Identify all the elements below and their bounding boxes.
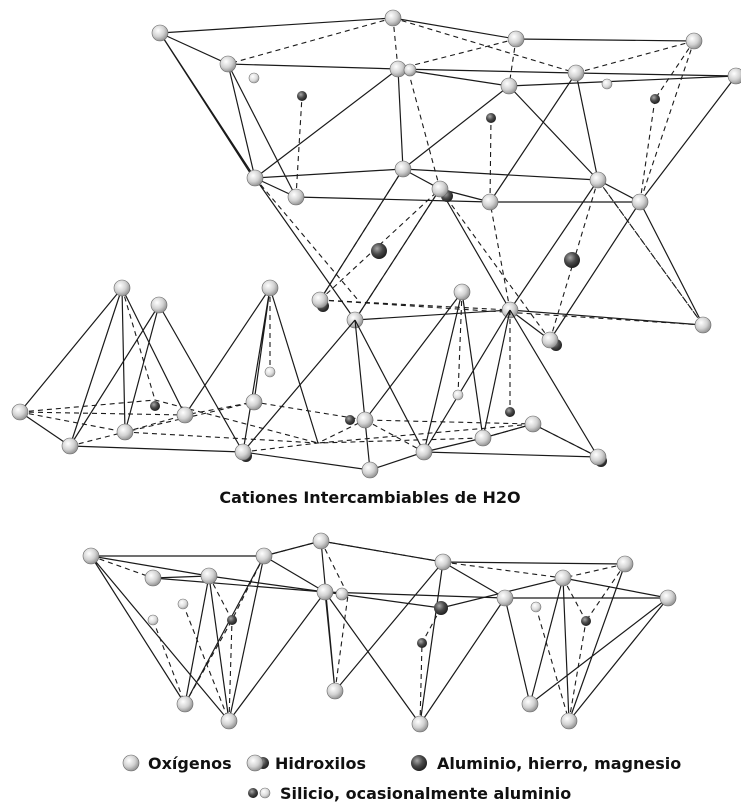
oxygen-atom <box>694 316 712 334</box>
oxygen-atom <box>631 193 649 211</box>
oxygen-atom <box>255 547 273 565</box>
oxygen-atom <box>507 30 525 48</box>
oxygen-atom <box>524 415 542 433</box>
oxygen-atom <box>245 393 263 411</box>
oxygen-atom <box>150 296 168 314</box>
upper-clay-layer <box>151 9 741 351</box>
middle-layer-atoms <box>11 279 607 479</box>
metal-atom <box>417 638 427 648</box>
legend-hydroxyls-label: Hidroxilos <box>275 754 366 773</box>
middle-tetrahedral-layer <box>11 279 607 479</box>
silicon-atom <box>452 389 464 401</box>
oxygen-atom <box>560 712 578 730</box>
lower-layer-solid-bonds <box>90 540 669 725</box>
oxygen-atom <box>554 569 572 587</box>
oxygen-atom <box>616 555 634 573</box>
oxygen-atom <box>246 169 264 187</box>
metal-atom <box>227 615 237 625</box>
metal-atom <box>345 415 355 425</box>
oxygen-atom <box>394 160 412 178</box>
oxygen-atom <box>415 443 433 461</box>
legend-oxygens-label: Oxígenos <box>148 754 232 773</box>
oxygen-atom <box>11 403 29 421</box>
oxygen-atom <box>287 188 305 206</box>
hydroxyl-atom <box>335 587 349 601</box>
metal-atom <box>150 401 160 411</box>
metal-atom <box>564 252 580 268</box>
oxygen-atom <box>431 180 449 198</box>
oxygen-atom <box>500 77 518 95</box>
silicon-atom <box>530 601 542 613</box>
oxygen-atom <box>311 291 329 309</box>
legend-silicon-label: Silicio, ocasionalmente aluminio <box>280 784 571 803</box>
oxygen-atom <box>219 55 237 73</box>
oxygen-atom <box>659 589 677 607</box>
oxygen-atom <box>261 279 279 297</box>
legend-metals: Aluminio, hierro, magnesio <box>411 754 681 773</box>
metal-swatch-icon <box>411 755 427 771</box>
silicon-atom <box>248 72 260 84</box>
legend-hydroxyls: Hidroxilos <box>246 754 366 773</box>
oxygen-atom <box>481 193 499 211</box>
oxygen-atom <box>685 32 703 50</box>
oxygen-atom <box>356 411 374 429</box>
silicon-atom <box>601 78 613 90</box>
lower-layer-dashed-bonds <box>90 540 626 725</box>
oxygen-atom <box>200 567 218 585</box>
legend-oxygens: Oxígenos <box>122 754 232 773</box>
oxygen-atom <box>176 695 194 713</box>
oxygen-swatch-icon <box>122 754 140 772</box>
oxygen-atom <box>411 715 429 733</box>
legend: Oxígenos Hidroxilos Aluminio, hierro, ma… <box>122 754 681 803</box>
oxygen-atom <box>113 279 131 297</box>
silicon-atom <box>264 366 276 378</box>
silicon-atom <box>147 614 159 626</box>
oxygen-atom <box>389 60 407 78</box>
oxygen-atom <box>541 331 559 349</box>
hydroxyl-swatch-icon <box>246 754 264 772</box>
oxygen-atom <box>312 532 330 550</box>
oxygen-atom <box>496 589 514 607</box>
metal-atom <box>486 113 496 123</box>
oxygen-atom <box>589 171 607 189</box>
legend-silicon: Silicio, ocasionalmente aluminio <box>248 784 571 803</box>
oxygen-atom <box>434 553 452 571</box>
oxygen-atom <box>116 423 134 441</box>
legend-metals-label: Aluminio, hierro, magnesio <box>437 754 681 773</box>
oxygen-atom <box>234 443 252 461</box>
oxygen-atom <box>316 583 334 601</box>
metal-atom <box>371 243 387 259</box>
lower-clay-layer <box>82 532 677 733</box>
oxygen-atom <box>727 67 741 85</box>
oxygen-atom <box>567 64 585 82</box>
interlayer-caption: Cationes Intercambiables de H2O <box>219 488 520 507</box>
oxygen-atom <box>220 712 238 730</box>
metal-atom <box>297 91 307 101</box>
oxygen-atom <box>82 547 100 565</box>
upper-layer-dashed-bonds <box>227 17 704 341</box>
silicon-atom <box>177 598 189 610</box>
metal-atom <box>505 407 515 417</box>
oxygen-atom <box>61 437 79 455</box>
silicon-swatch-light-icon <box>259 787 271 799</box>
upper-layer-atoms <box>151 9 741 351</box>
oxygen-atom <box>589 448 607 466</box>
oxygen-atom <box>144 569 162 587</box>
oxygen-atom <box>326 682 344 700</box>
oxygen-atom <box>521 695 539 713</box>
oxygen-atom <box>361 461 379 479</box>
lower-layer-atoms <box>82 532 677 733</box>
metal-atom <box>581 616 591 626</box>
oxygen-atom <box>384 9 402 27</box>
metal-atom <box>434 601 448 615</box>
metal-atom <box>650 94 660 104</box>
oxygen-atom <box>176 406 194 424</box>
upper-layer-solid-bonds <box>159 17 737 341</box>
hydroxyl-atom <box>403 63 417 77</box>
silicon-swatch-dark-icon <box>248 788 258 798</box>
oxygen-atom <box>474 429 492 447</box>
oxygen-atom <box>151 24 169 42</box>
oxygen-atom <box>453 283 471 301</box>
